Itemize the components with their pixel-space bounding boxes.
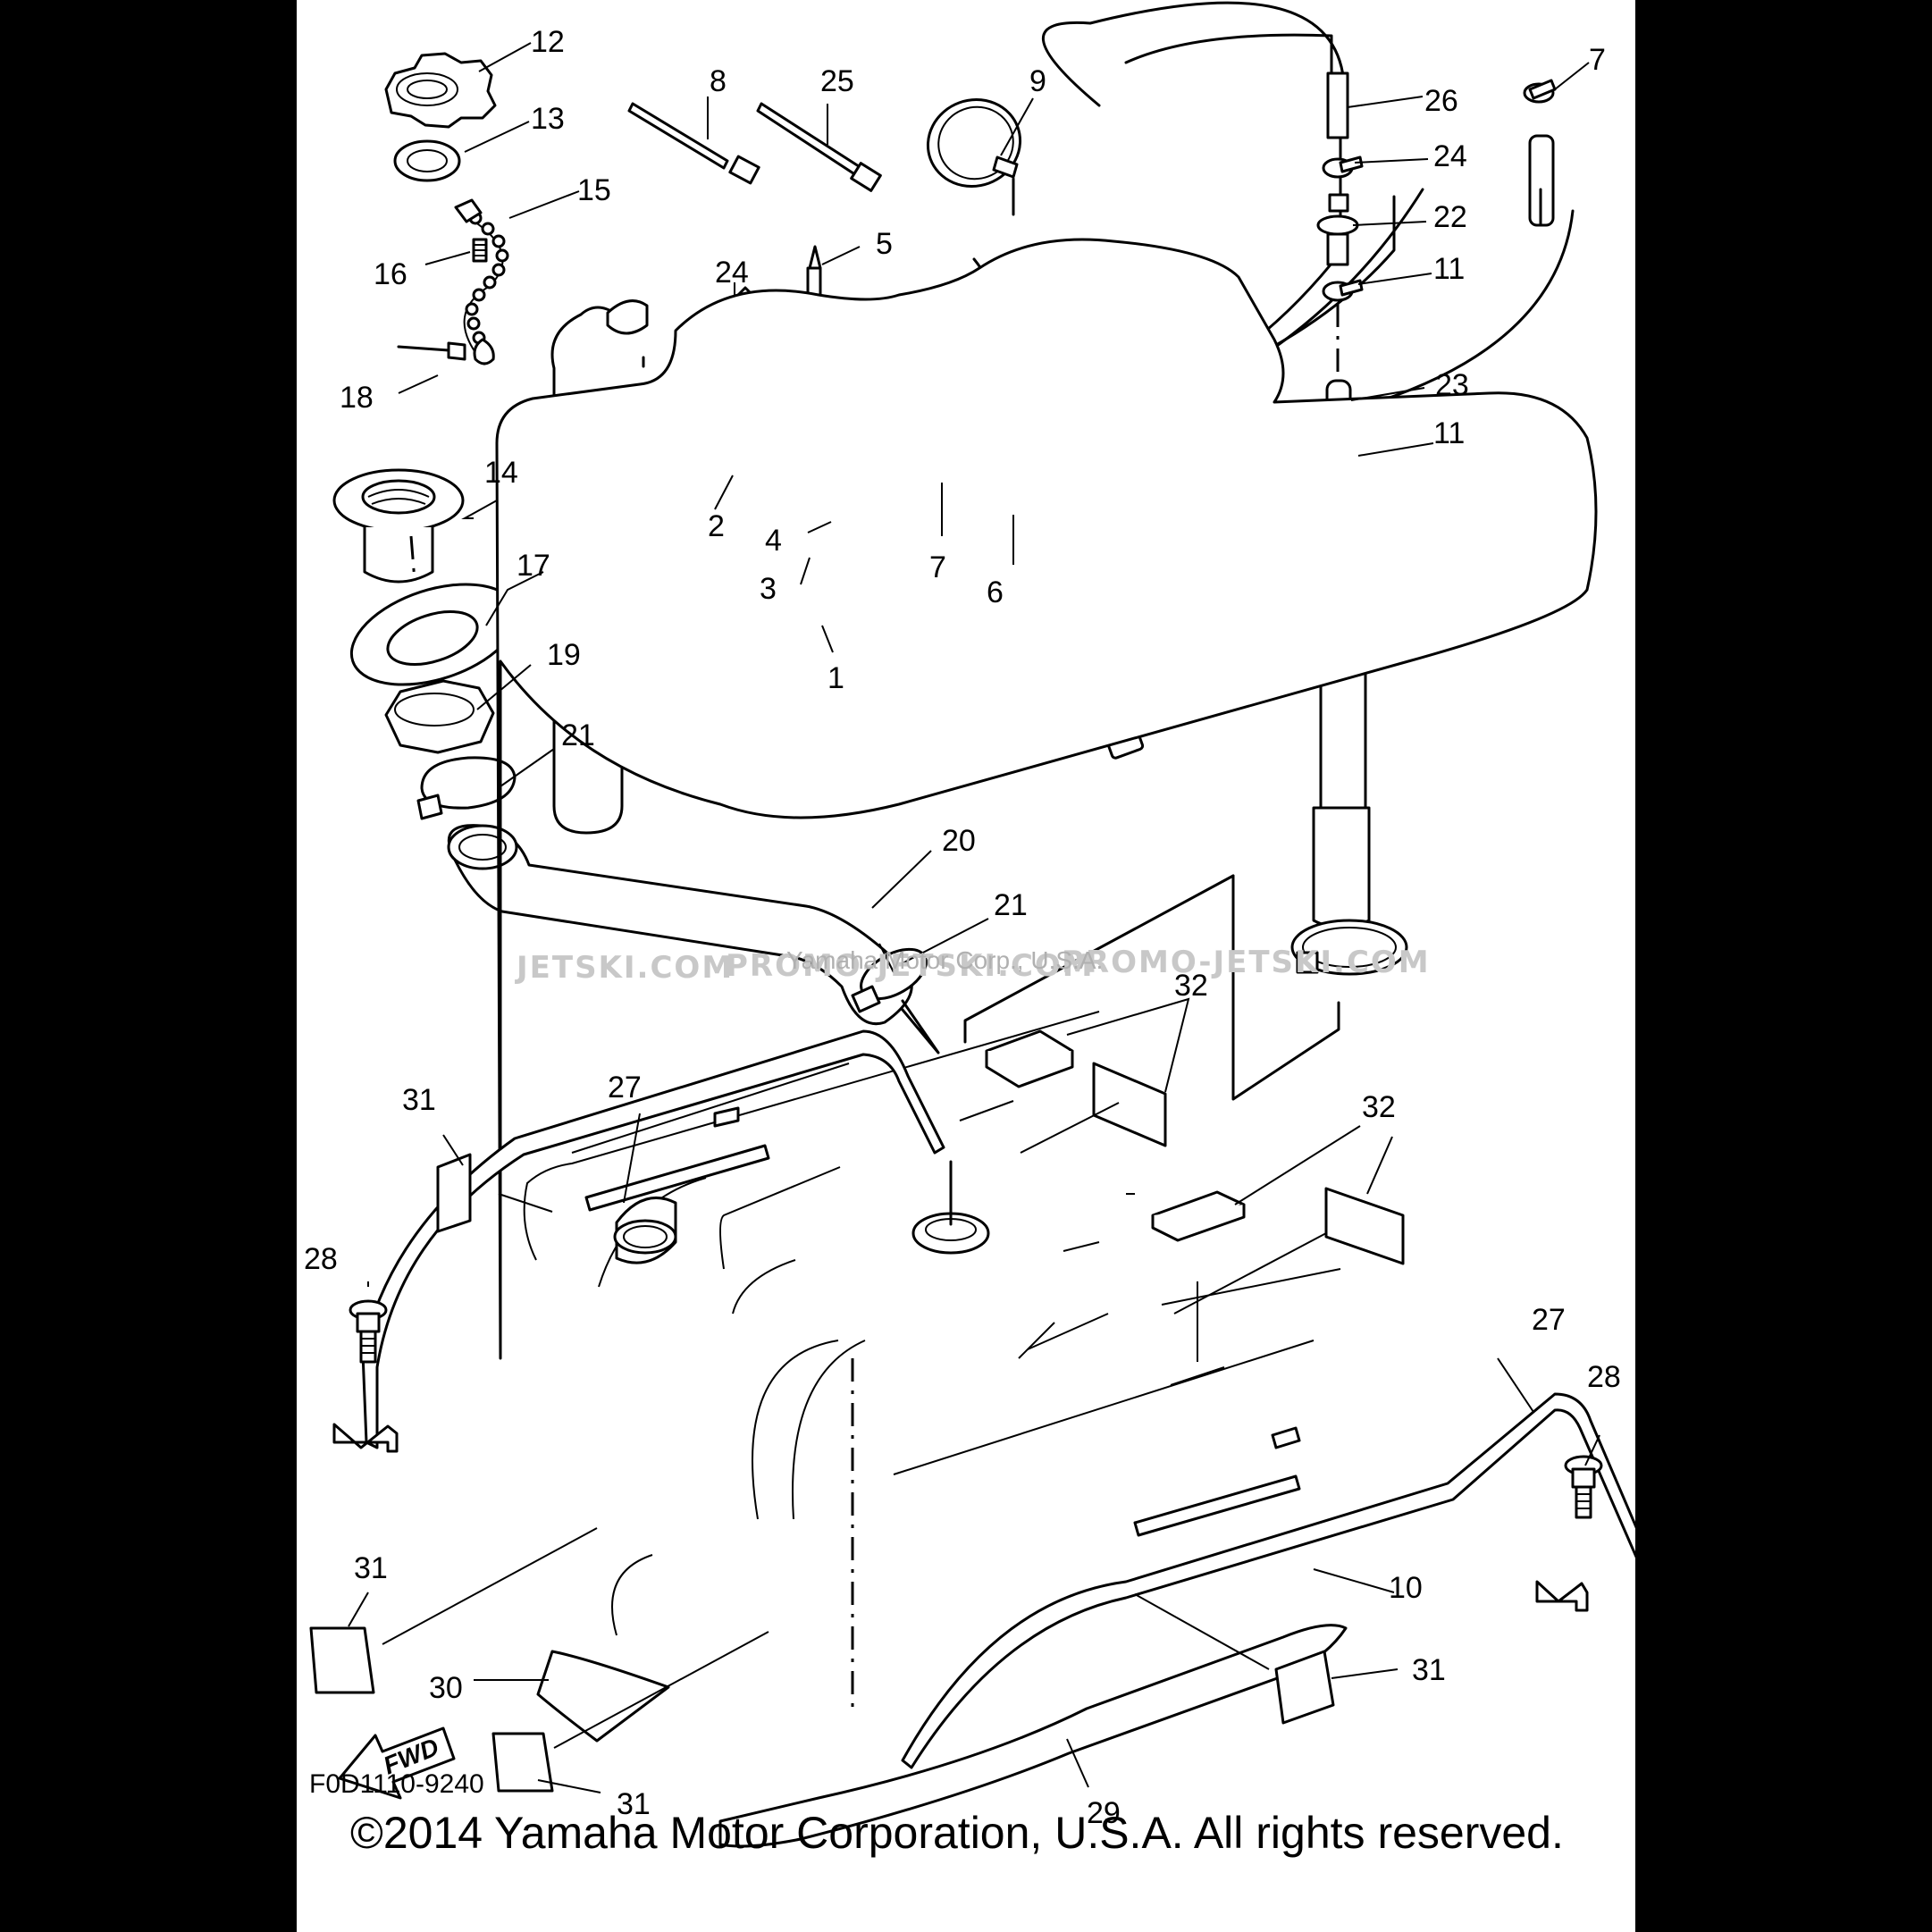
cap-gasket <box>393 139 461 182</box>
neck-nut <box>384 679 495 754</box>
hose-clamp-upper <box>416 756 517 820</box>
callout-11-upper: 11 <box>1433 252 1465 286</box>
pad-32-c <box>1151 1190 1246 1242</box>
callout-18: 18 <box>340 381 374 415</box>
leader-lines <box>348 42 1600 1793</box>
clamp-7-top <box>1523 79 1557 104</box>
tank-strap-left <box>332 1029 945 1453</box>
callout-28-left: 28 <box>304 1242 338 1276</box>
filler-neck <box>332 468 465 584</box>
watermarks: JETSKI.COM PROMO-JETSKI.COM PROMO-JETSKI… <box>515 945 1431 986</box>
fuel-tank <box>495 238 1598 1716</box>
callout-28-right: 28 <box>1587 1360 1621 1394</box>
callout-16: 16 <box>374 257 407 291</box>
parts-diagram-sheet: FWD JETSKI.COM PROMO-JETSKI.COM PROMO-JE… <box>297 0 1635 1932</box>
pad-32-a <box>985 1029 1074 1088</box>
clamp-24-right <box>1322 155 1364 179</box>
rivet <box>397 338 495 365</box>
chain-screw <box>472 238 488 263</box>
callout-32-upper: 32 <box>1174 969 1208 1003</box>
bottom-pad-30 <box>536 1650 670 1743</box>
callout-21-lower: 21 <box>994 888 1028 922</box>
callout-15: 15 <box>577 173 611 207</box>
callout-31-c: 31 <box>617 1787 651 1821</box>
callout-12: 12 <box>531 25 565 59</box>
watermark-1: JETSKI.COM <box>515 950 734 986</box>
bolt-28-right <box>1564 1455 1603 1519</box>
callout-13: 13 <box>531 102 565 136</box>
pad-32-d <box>1324 1187 1405 1265</box>
tank-sender-port <box>911 1160 990 1255</box>
callout-25: 25 <box>820 64 854 98</box>
callout-5: 5 <box>876 227 893 261</box>
callout-31-b: 31 <box>354 1551 388 1585</box>
callout-numbers: 1 2 3 4 5 6 7 7 8 9 10 11 11 12 13 14 15… <box>304 25 1621 1830</box>
callout-31-a: 31 <box>402 1083 436 1117</box>
callout-22: 22 <box>1433 200 1467 234</box>
sender-band-clamp <box>1290 919 1408 976</box>
callout-9: 9 <box>1029 64 1046 98</box>
watermark-2: PROMO-JETSKI.COM <box>726 948 1095 984</box>
cap-chain <box>454 198 509 358</box>
callout-32-lower: 32 <box>1362 1090 1396 1124</box>
callout-11-lower: 11 <box>1433 416 1465 450</box>
callout-24-left: 24 <box>715 256 749 290</box>
callout-6: 6 <box>987 575 1004 609</box>
watermark-3: PROMO-JETSKI.COM <box>1062 945 1431 980</box>
callout-23: 23 <box>1435 368 1469 402</box>
callout-20: 20 <box>942 824 976 858</box>
callout-14: 14 <box>484 456 518 490</box>
diagram-code: F0D1110-9240 <box>309 1769 484 1799</box>
callout-24-right: 24 <box>1433 139 1467 173</box>
fuel-tank-exploded-diagram: FWD JETSKI.COM PROMO-JETSKI.COM PROMO-JE… <box>304 1 1635 1848</box>
band-clamp-9 <box>926 98 1022 216</box>
callout-4: 4 <box>765 524 782 558</box>
callout-8: 8 <box>710 64 727 98</box>
filler-cap <box>384 52 497 129</box>
callout-7-top: 7 <box>1589 43 1606 77</box>
pad-31-d <box>1274 1650 1335 1725</box>
filler-hose <box>447 824 913 1025</box>
small-hose-26 <box>1326 71 1349 139</box>
pad-31-a <box>436 1153 472 1233</box>
callout-31-d: 31 <box>1412 1653 1446 1687</box>
callout-3: 3 <box>760 572 777 606</box>
bolt-28-left <box>349 1299 388 1364</box>
callout-10: 10 <box>1389 1571 1423 1605</box>
cable-tie-8 <box>627 102 760 185</box>
callout-17: 17 <box>517 549 550 583</box>
callout-29: 29 <box>1087 1796 1121 1830</box>
copyright-notice: ©2014 Yamaha Motor Corporation, U.S.A. A… <box>350 1808 1564 1858</box>
callout-26: 26 <box>1424 84 1458 118</box>
hose-clamp-lower <box>851 947 928 1013</box>
cable-tie-25 <box>756 102 882 192</box>
pad-31-c <box>491 1732 554 1793</box>
callout-30: 30 <box>429 1671 463 1705</box>
pad-leader-lines <box>382 1102 1327 1749</box>
callout-2: 2 <box>708 509 725 543</box>
callout-1: 1 <box>827 661 844 695</box>
callout-27-right: 27 <box>1532 1303 1566 1337</box>
callout-7-left: 7 <box>929 550 946 584</box>
watermark-small: Yamaha Motor Corp., U.S.A. <box>786 946 1103 974</box>
pad-31-b <box>309 1626 375 1694</box>
fitting-22 <box>1316 193 1359 266</box>
callout-19: 19 <box>547 638 581 672</box>
callout-21-upper: 21 <box>561 718 595 752</box>
tank-filler-spout <box>613 1196 677 1264</box>
clamp-11-upper <box>1322 279 1364 302</box>
callout-27-left: 27 <box>608 1071 642 1105</box>
pad-32-b <box>1092 1062 1167 1147</box>
tank-strap-right <box>901 1392 1635 1769</box>
